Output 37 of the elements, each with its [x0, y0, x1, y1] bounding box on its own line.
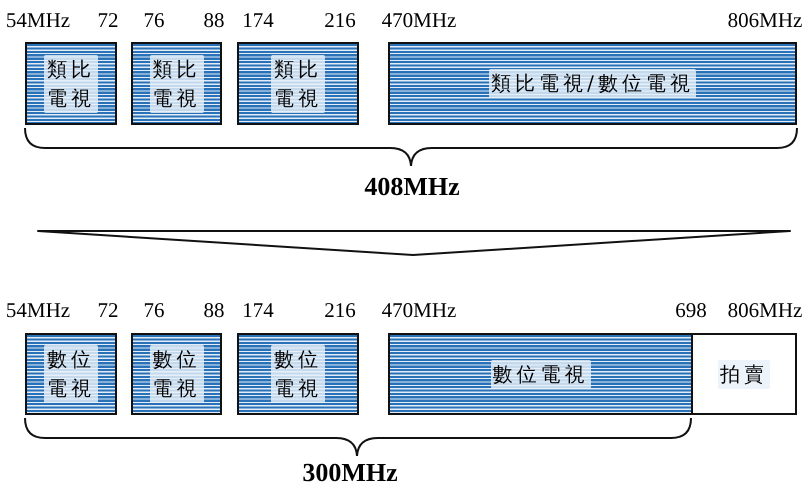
frequency-tick-label: 470MHz	[382, 8, 456, 33]
band-label: 拍賣	[718, 360, 770, 388]
band-label: 數位電視	[490, 360, 590, 388]
frequency-tick-label: 88	[204, 298, 224, 323]
bandwidth-label: 408MHz	[364, 172, 460, 202]
frequency-band	[237, 333, 359, 415]
frequency-band	[388, 42, 797, 125]
frequency-band	[25, 42, 117, 125]
frequency-tick-label: 54MHz	[6, 8, 70, 33]
band-label: 類比電視	[44, 54, 98, 112]
frequency-tick-label: 470MHz	[382, 298, 456, 323]
frequency-tick-label: 72	[98, 298, 118, 323]
frequency-band	[237, 42, 359, 125]
band-label: 數位電視	[44, 345, 98, 403]
band-label: 類比電視	[271, 54, 325, 112]
frequency-band	[131, 333, 222, 415]
frequency-band	[388, 333, 693, 415]
frequency-tick-label: 216	[324, 298, 356, 323]
frequency-tick-label: 76	[144, 298, 164, 323]
band-label: 數位電視	[150, 345, 204, 403]
frequency-tick-label: 54MHz	[6, 298, 70, 323]
frequency-tick-label: 72	[98, 8, 118, 33]
frequency-tick-label: 174	[242, 8, 274, 33]
frequency-band	[25, 333, 117, 415]
frequency-band	[691, 333, 797, 415]
frequency-tick-label: 216	[324, 8, 356, 33]
bandwidth-label: 300MHz	[302, 458, 398, 488]
frequency-tick-label: 76	[144, 8, 164, 33]
band-label: 數位電視	[271, 345, 325, 403]
band-label: 類比電視	[150, 54, 204, 112]
band-label: 類比電視/數位電視	[489, 69, 696, 98]
frequency-tick-label: 698	[675, 298, 707, 323]
frequency-tick-label: 806MHz	[728, 8, 802, 33]
frequency-tick-label: 806MHz	[728, 298, 802, 323]
frequency-tick-label: 174	[242, 298, 274, 323]
frequency-tick-label: 88	[204, 8, 224, 33]
frequency-band	[131, 42, 222, 125]
